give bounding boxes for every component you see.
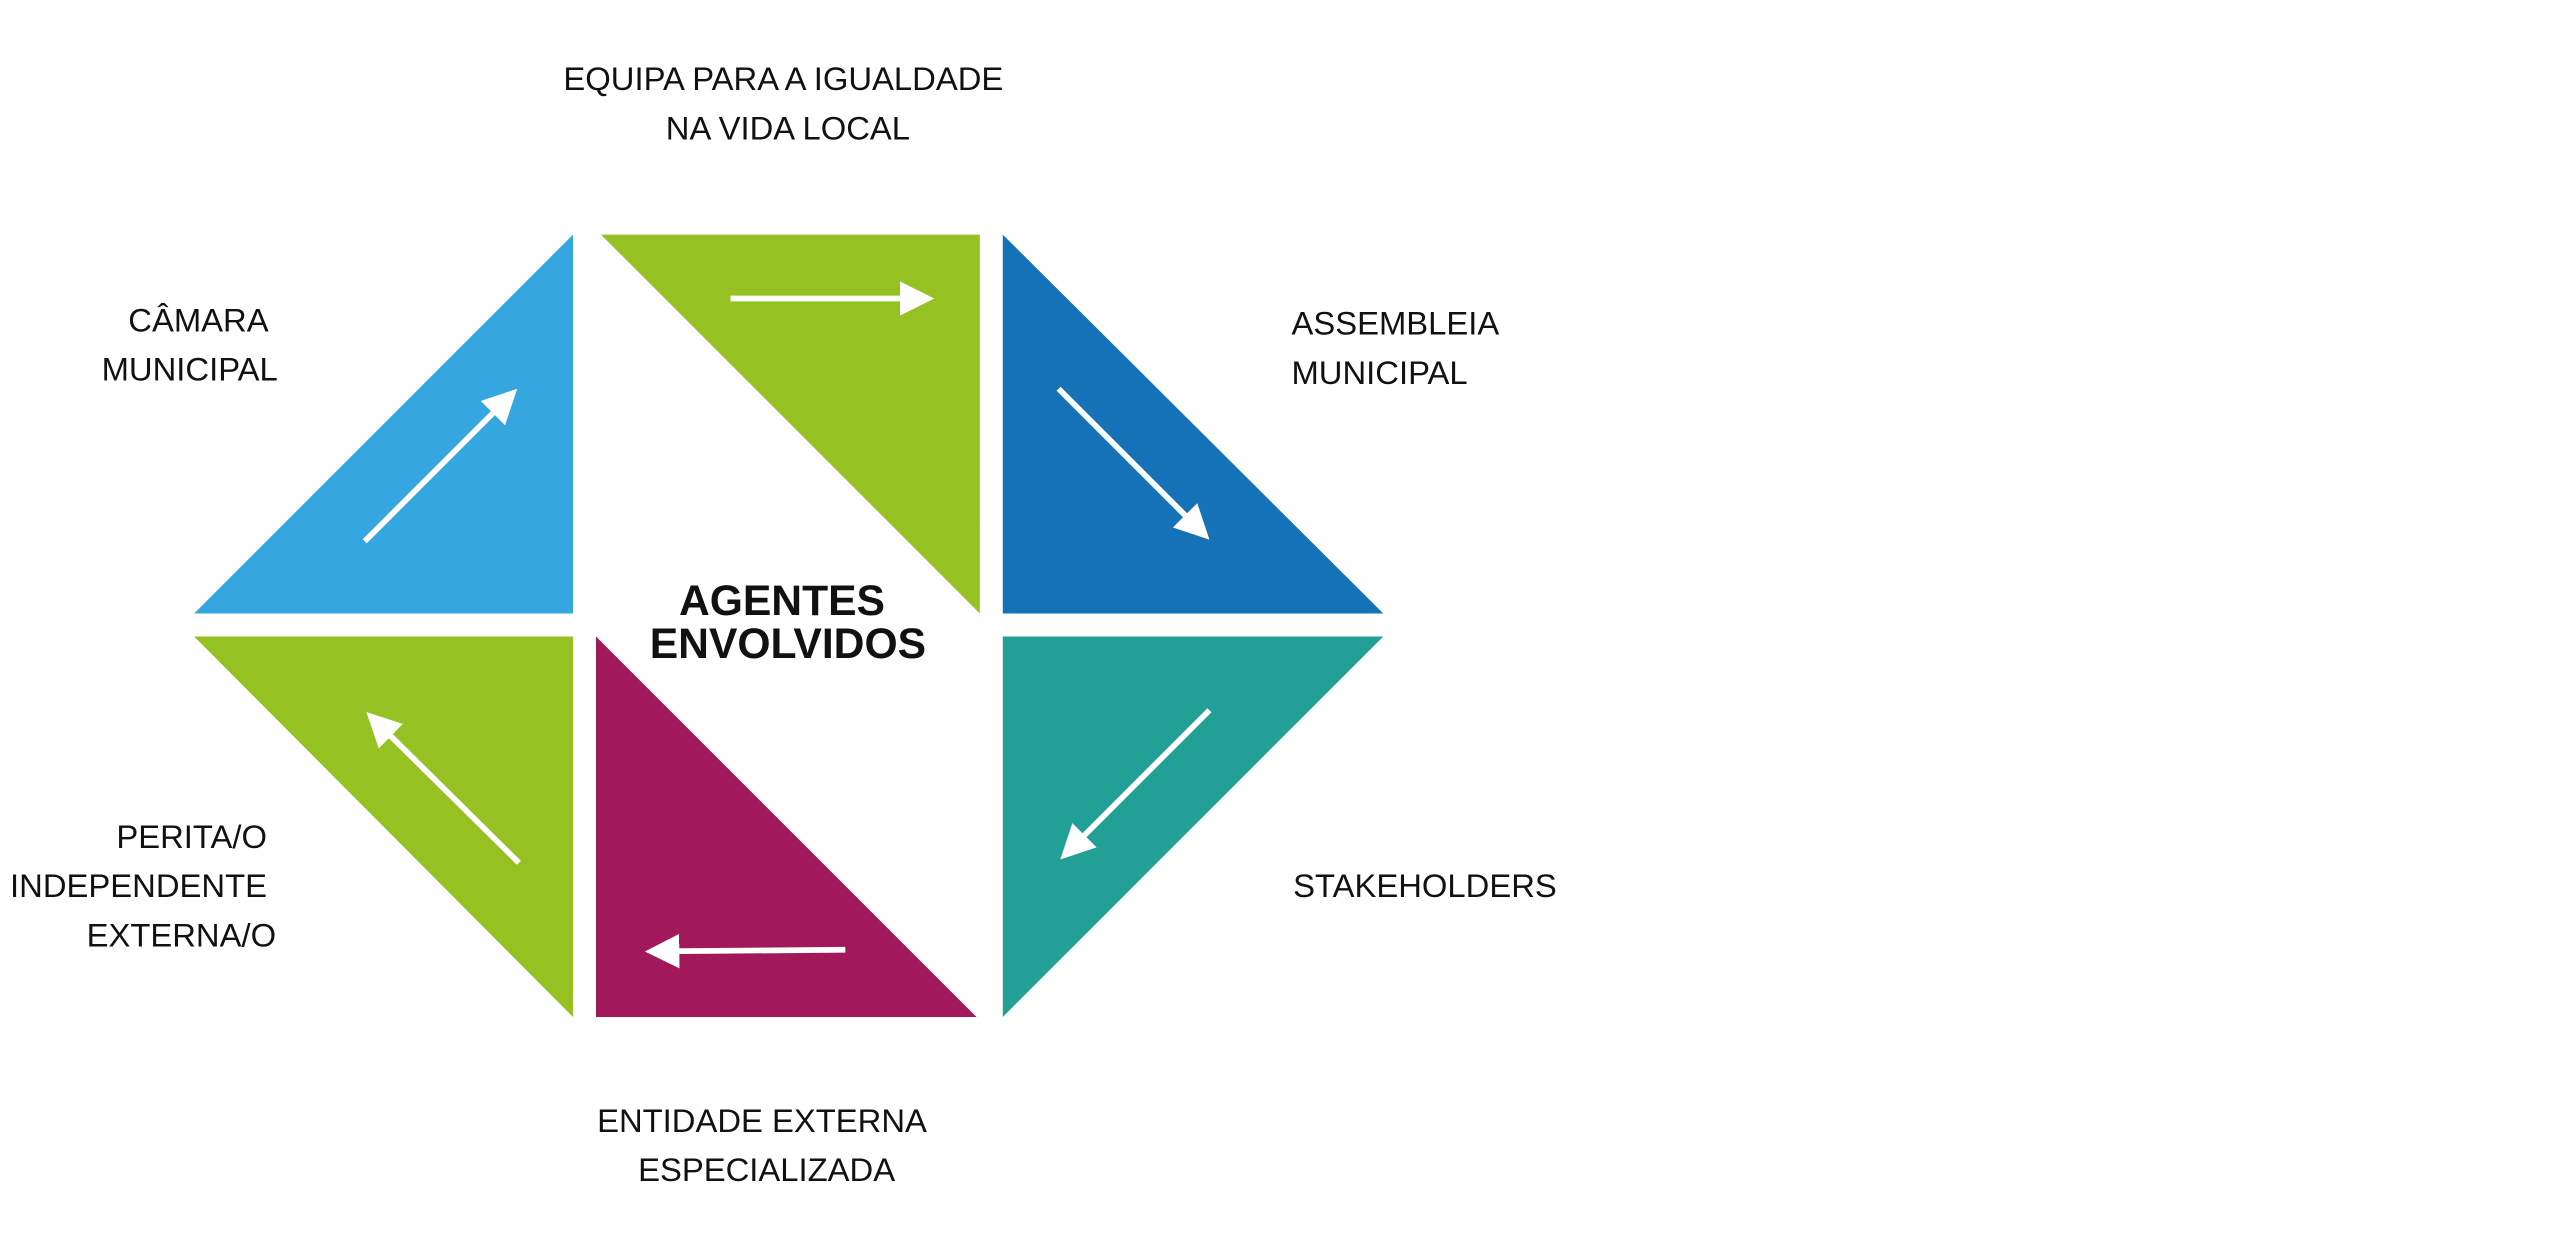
arrow-icon (1056, 386, 1210, 540)
arrow-icon (366, 711, 521, 865)
triangle-camara (194, 234, 574, 614)
arrow-icon (644, 933, 846, 969)
triangle-assembleia (1002, 234, 1384, 614)
label-assembleia: ASSEMBLEIA MUNICIPAL (1291, 305, 1508, 391)
triangle-equipa (600, 234, 980, 614)
label-entidade: ENTIDADE EXTERNA ESPECIALIZADA (597, 1102, 936, 1188)
label-camara: CÂMARA MUNICIPAL (102, 301, 278, 387)
arrow-icon (362, 388, 518, 544)
triangle-stakeholders (1002, 636, 1384, 1017)
arrow-icon (1060, 708, 1212, 860)
center-title-line: AGENTES (679, 577, 885, 625)
label-equipa: EQUIPA PARA A IGUALDADE NA VIDA LOCAL (563, 60, 1012, 146)
label-perita: PERITA/O INDEPENDENTE EXTERNA/O (10, 818, 276, 953)
center-title: AGENTES ENVOLVIDOS (650, 577, 926, 668)
label-stakeholders: STAKEHOLDERS (1293, 867, 1557, 904)
center-title-line: ENVOLVIDOS (650, 620, 926, 668)
triangle-entidade (595, 636, 977, 1017)
